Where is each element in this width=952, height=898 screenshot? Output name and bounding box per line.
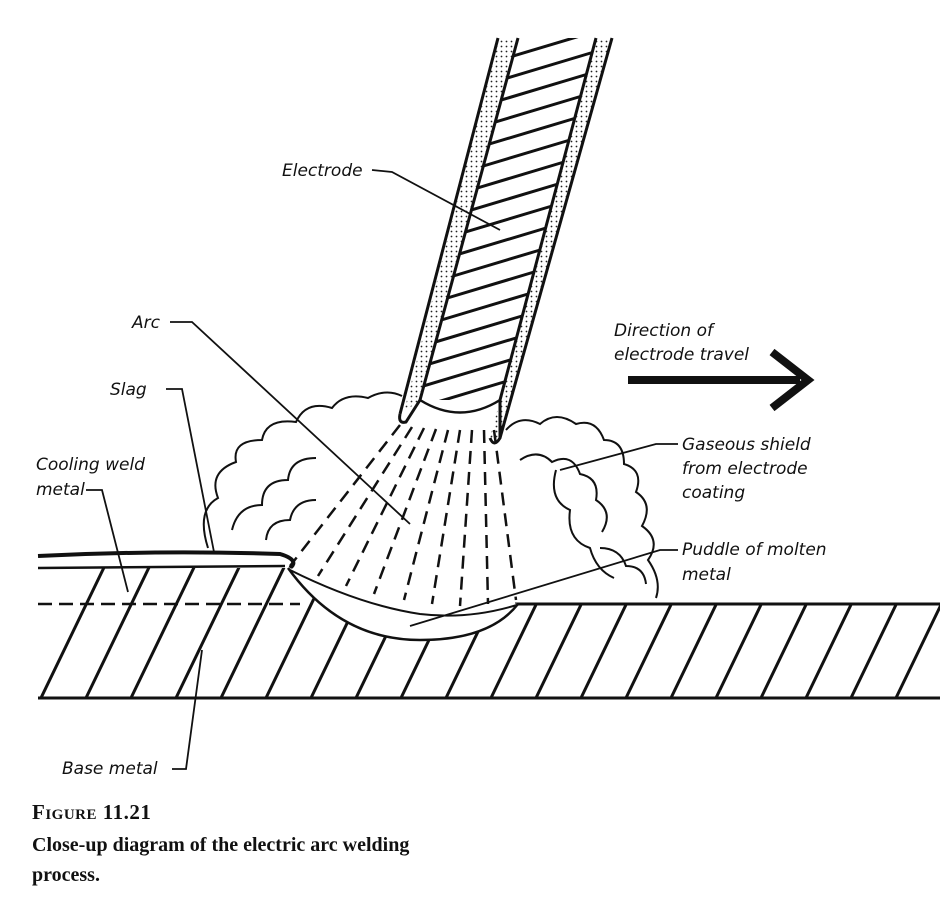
electrode [398, 37, 614, 445]
label-direction-2: electrode travel [614, 345, 749, 365]
base-metal-plate [38, 568, 940, 700]
weld-bead [37, 550, 296, 570]
figure-number: Figure 11.21 [32, 800, 152, 824]
figure-caption: Close-up diagram of the electric arc wel… [32, 834, 410, 886]
label-puddle-2: metal [682, 565, 731, 585]
label-gaseous-2: from electrode [682, 459, 808, 479]
molten-puddle [286, 567, 521, 642]
label-cooling-weld-1: Cooling weld [36, 455, 145, 475]
label-arc: Arc [131, 313, 161, 333]
leader-lines [86, 169, 678, 770]
label-base-metal: Base metal [62, 759, 158, 779]
arc-rays [289, 424, 518, 607]
label-electrode: Electrode [282, 161, 363, 181]
label-direction-1: Direction of [614, 321, 716, 341]
label-puddle-1: Puddle of molten [682, 540, 827, 560]
direction-arrow [628, 348, 815, 412]
label-slag: Slag [110, 380, 147, 400]
label-gaseous-3: coating [682, 483, 745, 503]
label-gaseous-1: Gaseous shield [682, 435, 811, 455]
label-cooling-weld-2: metal [36, 480, 85, 500]
labels: Electrode Arc Slag Cooling weld metal Di… [36, 161, 827, 779]
gaseous-shield [202, 391, 659, 599]
